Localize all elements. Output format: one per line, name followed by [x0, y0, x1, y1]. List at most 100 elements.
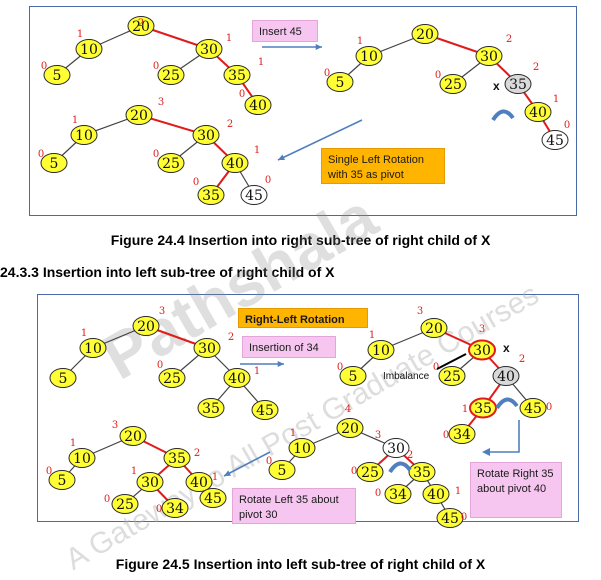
node-value: 35: [202, 401, 220, 417]
arrow-insertion-34-head: [277, 360, 284, 368]
balance-factor: 0: [104, 494, 110, 505]
node-value: 10: [75, 128, 93, 144]
node-value: 20: [132, 19, 150, 35]
node-value: 35: [474, 401, 492, 417]
balance-factor: 3: [112, 420, 118, 431]
node-value: 34: [166, 501, 184, 517]
node-value: 45: [245, 188, 263, 204]
balance-factor: 0: [324, 68, 330, 79]
balance-factor: 1: [254, 145, 260, 156]
balance-factor: 0: [153, 61, 159, 72]
node-value: 5: [336, 75, 345, 91]
tree-node: [448, 424, 476, 444]
tree-node: [367, 340, 395, 360]
node-value: 35: [413, 465, 431, 481]
tree-node: [422, 484, 450, 504]
balance-factor: 1: [254, 366, 260, 377]
tree-node: [326, 72, 354, 92]
node-value: 30: [141, 475, 159, 491]
node-value: 45: [441, 511, 459, 527]
tree-node: [411, 24, 439, 44]
tree-node: [119, 426, 147, 446]
balance-factor: 0: [461, 512, 467, 523]
balance-factor: 1: [553, 94, 559, 105]
tree-node: [158, 368, 186, 388]
tree-node: [43, 65, 71, 85]
node-value: 10: [84, 341, 102, 357]
node-value: 35: [228, 68, 246, 84]
node-value: 45: [204, 491, 222, 507]
tree-node: [185, 472, 213, 492]
balance-factor: 4: [345, 404, 351, 415]
balance-factor: 3: [417, 306, 423, 317]
node-value: 25: [163, 371, 181, 387]
node-value: 5: [278, 463, 287, 479]
tree-node: [504, 74, 532, 94]
tree-node: [48, 470, 76, 490]
balance-factor: 0: [153, 149, 159, 160]
node-value: 20: [341, 421, 359, 437]
node-value: 30: [387, 441, 405, 457]
balance-factor: 0: [337, 362, 343, 373]
balance-factor: 1: [290, 428, 296, 439]
balance-factor: 0: [435, 70, 441, 81]
node-value: 30: [197, 128, 215, 144]
arrow-rotate-left-head: [224, 470, 231, 476]
balance-factor: 0: [38, 149, 44, 160]
tree-node: [195, 39, 223, 59]
imbalance-label: Imbalance: [383, 371, 430, 382]
balance-factor: 0: [193, 177, 199, 188]
tree-node: [524, 102, 552, 122]
tree-node: [157, 65, 185, 85]
tree-node: [244, 95, 272, 115]
node-value: 45: [546, 133, 564, 149]
node-value: 25: [444, 77, 462, 93]
balance-factor: 1: [212, 472, 218, 483]
node-value: 45: [256, 403, 274, 419]
balance-factor: 1: [70, 438, 76, 449]
tree-node: [384, 484, 412, 504]
balance-factor: 0: [351, 466, 357, 477]
node-value: 40: [228, 371, 246, 387]
node-value: 20: [137, 319, 155, 335]
tree-node: [197, 185, 225, 205]
node-value: 40: [190, 475, 208, 491]
balance-factor: 0: [41, 61, 47, 72]
tree-node: [382, 438, 410, 458]
tree-node: [111, 494, 139, 514]
node-value: 20: [124, 429, 142, 445]
balance-factor: 0: [443, 430, 449, 441]
node-value: 30: [480, 49, 498, 65]
node-value: 10: [73, 451, 91, 467]
tree-node: [469, 397, 497, 419]
node-value: 34: [389, 487, 407, 503]
tree-node: [240, 185, 268, 205]
tree-node: [438, 366, 466, 386]
balance-factor: 0: [375, 488, 381, 499]
rotation-curve-3: [388, 461, 412, 474]
balance-factor: 2: [519, 354, 525, 365]
node-value: 5: [53, 68, 62, 84]
tree-node: [355, 46, 383, 66]
tree-node: [221, 153, 249, 173]
balance-factor: 2: [138, 18, 144, 29]
balance-factor: 0: [433, 362, 439, 373]
tree-node: [40, 153, 68, 173]
balance-factor: 1: [258, 57, 264, 68]
node-value: 10: [360, 49, 378, 65]
balance-factor: 0: [156, 504, 162, 515]
node-value: 20: [416, 27, 434, 43]
balance-factor: 0: [265, 175, 271, 186]
balance-factor: 1: [81, 328, 87, 339]
balance-factor: 3: [159, 306, 165, 317]
node-value: 5: [59, 371, 68, 387]
node-value: 35: [509, 77, 527, 93]
node-value: 34: [453, 427, 471, 443]
balance-factor: 2: [407, 450, 413, 461]
balance-factor: 0: [46, 466, 52, 477]
node-value: 40: [427, 487, 445, 503]
balance-factor: 1: [131, 466, 137, 477]
tree-node: [192, 125, 220, 145]
node-value: 5: [349, 369, 358, 385]
